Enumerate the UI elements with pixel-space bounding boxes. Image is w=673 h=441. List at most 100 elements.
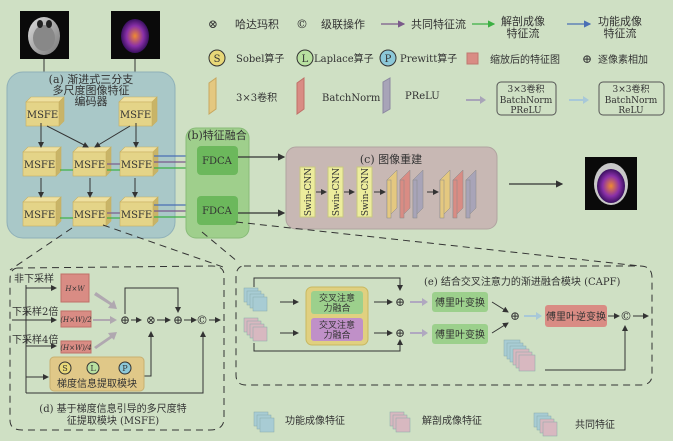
laplace-icon [296,49,314,67]
skip-connection [26,331,206,394]
zoom-connector [102,224,227,269]
msfe-node: MSFE [119,196,159,227]
branch-label-1: 非下采样 [14,272,54,285]
legend-functional-label: 功能成像特征 [285,414,345,427]
msfe-label: MSFE [121,210,152,221]
prewitt-icon [379,49,397,67]
cross-attention-anat [311,318,363,341]
anat-skip [253,339,403,352]
capf-concat-op: © [620,309,632,323]
ca-anat-line-1: 交叉注意 [319,319,355,331]
msfe-node: MSFE [22,146,62,177]
prewitt-label: Prewitt算子 [400,52,457,65]
scale-map-half [60,310,92,328]
branch-label-2: 下采样2倍 [12,305,58,318]
fusion-title: (b)特征融合 [187,128,247,142]
msfe-label: MSFE [74,210,105,221]
scale-map-quarter [60,340,92,354]
functional-flow-label-2: 特征流 [604,26,637,40]
fft-label-1: 傅里叶变换 [435,296,485,309]
scale-merge-arrow [93,316,117,324]
swin-cnn-label: Swin-CNN [361,168,371,216]
legend-common-label: 共同特征 [575,419,615,431]
msfe-label: MSFE [27,110,58,121]
ifft-block [545,305,607,327]
fdca-block-1 [197,146,238,175]
capf-add-2: ⊕ [395,326,405,340]
cross-attention-func [311,291,363,314]
block1-arrow [466,96,486,104]
ca-anat-line-2: 力融合 [323,329,350,341]
block1-line-2: BatchNorm [500,96,553,106]
to-fft-arrow [410,329,428,337]
laplace-symbol: L [302,54,309,65]
capf-add-3: ⊕ [510,309,520,323]
fft-out-arrow [491,322,509,334]
common-feature-stack [503,339,536,372]
msfe-label: MSFE [120,110,151,121]
block1-box [496,81,557,116]
prewitt-symbol: P [385,54,392,65]
msfe-node: MSFE [25,96,65,127]
prelu-label: PReLU [405,91,440,102]
residual-connection [124,287,181,314]
scale-merge-arrow [94,332,117,349]
scale-label-3: (H×W)/4 [60,344,91,352]
swin-cnn-block: Swin-CNN [299,166,316,218]
fft-block-2 [432,324,488,344]
anatomical-feature-stack [243,317,268,342]
swin-cnn-label: Swin-CNN [304,168,314,216]
pixel-add-symbol: ⊕ [582,52,592,66]
msfe-label: MSFE [74,160,105,171]
msfe-node: MSFE [118,96,158,127]
to-ifft-arrow [524,312,542,320]
mri-input-image [20,11,69,59]
anatomical-flow-label-2: 特征流 [507,26,540,40]
reconstruction-title: (c) 图像重建 [360,152,422,166]
gradient-module-label: 梯度信息提取模块 [57,377,137,390]
recon-layers [386,169,477,219]
prelu-layer-face [465,179,471,219]
msfe-label: MSFE [24,210,55,221]
batchnorm-layer-face [452,179,458,219]
prewitt-op-symbol: P [122,364,128,373]
fdca-label-1: FDCA [202,156,233,167]
fdca-block-2 [197,196,238,225]
fft-label-2: 傅里叶变换 [435,328,485,341]
common-flow-label: 共同特征流 [411,17,466,31]
encoder-title-3: 编码器 [75,94,108,108]
scaled-map-label: 缩放后的特征图 [490,53,560,66]
conv-legend-icon [208,77,217,115]
scale-label-2: (H×W)/2 [60,316,92,324]
enc-arrow [94,125,131,148]
conv-layer-face [386,179,392,219]
laplace-op-icon [86,361,100,375]
capf-title: (e) 结合交叉注意力的渐进融合模块 (CAPF) [424,275,621,288]
scale-map-full [60,273,90,303]
sobel-icon [208,49,226,67]
prelu-layer-face [412,179,418,219]
msfe-label: MSFE [24,160,55,171]
msfe-node: MSFE [119,146,159,177]
fdca-label-2: FDCA [202,206,233,217]
pixel-add-label: 逐像素相加 [598,53,648,66]
batchnorm-label: BatchNorm [322,93,381,104]
msfe-node: MSFE [72,196,112,227]
scale-label-1: H×W [64,285,85,293]
block1-line-3: PReLU [510,106,542,116]
func-skip [253,277,403,291]
fft-block-1 [432,292,488,312]
sobel-op-symbol: S [62,364,67,373]
functional-feature-stack [243,287,268,312]
common-to-concat [545,325,628,371]
branch-label-3: 下采样4倍 [12,333,58,346]
capf-detail: (e) 结合交叉注意力的渐进融合模块 (CAPF) 交叉注意 力融合 交叉注意 … [243,275,649,372]
scale-merge-arrow [94,292,117,309]
sobel-label: Sobel算子 [236,52,284,65]
block2-arrow [569,96,589,104]
legend-anatomical-stack [389,411,411,433]
zoom-connector [235,221,641,267]
zoom-connector [9,227,73,271]
msfe-nodes: MSFE MSFE MSFE MSFE MSFE MSFE MSFE MSFE [22,96,159,227]
